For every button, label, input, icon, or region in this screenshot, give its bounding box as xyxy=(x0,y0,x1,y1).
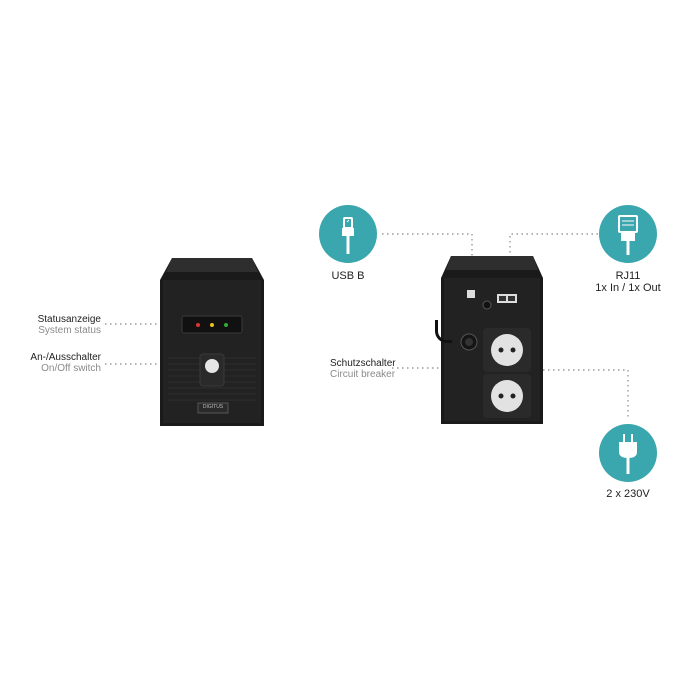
usb-label: USB B xyxy=(331,270,365,282)
rj11-title: RJ11 xyxy=(615,270,641,282)
switch-label-de: An-/Ausschalter xyxy=(30,352,101,363)
status-label: Statusanzeige System status xyxy=(0,314,101,336)
status-label-en: System status xyxy=(38,325,101,336)
usb-connector xyxy=(382,233,473,290)
rj11-label: RJ11 1x In / 1x Out xyxy=(578,270,678,294)
outlets-label: 2 x 230V xyxy=(606,488,650,500)
usb-cable-icon xyxy=(319,205,377,263)
power-cord xyxy=(435,320,452,343)
breaker-label-en: Circuit breaker xyxy=(330,369,396,380)
brand-logo: DIGITUS xyxy=(202,404,224,410)
breaker-label: Schutzschalter Circuit breaker xyxy=(330,358,410,380)
ups-front: DIGITUS xyxy=(160,258,264,426)
rj11-subtitle: 1x In / 1x Out xyxy=(595,282,661,294)
outlet-connector xyxy=(508,369,629,420)
status-label-de: Statusanzeige xyxy=(37,314,101,325)
power-plug-icon xyxy=(599,424,657,482)
switch-label-en: On/Off switch xyxy=(41,363,101,374)
switch-label: An-/Ausschalter On/Off switch xyxy=(0,352,101,374)
breaker-label-de: Schutzschalter xyxy=(330,358,396,369)
rj11-plug-icon xyxy=(599,205,657,263)
ups-back xyxy=(435,256,543,424)
